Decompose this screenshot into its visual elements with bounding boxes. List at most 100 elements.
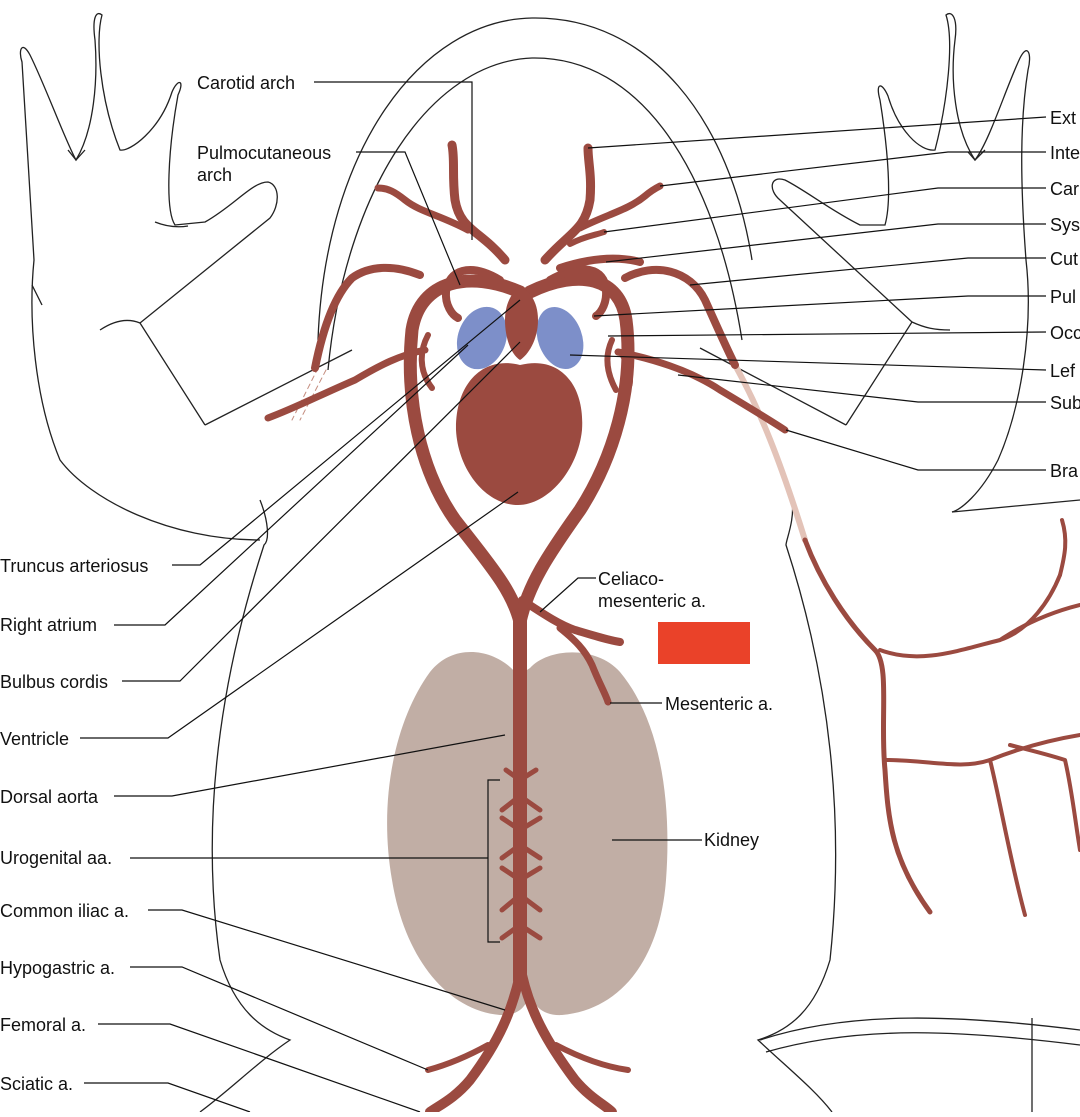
leader-right-sys xyxy=(605,223,1046,263)
carotid-left-branch xyxy=(374,184,472,234)
occipito-right-2 xyxy=(619,352,633,388)
leader-right-cut xyxy=(689,257,1046,286)
leader-truncus xyxy=(172,299,521,566)
leader-hypogastric xyxy=(130,966,429,1071)
leader-ventricle xyxy=(80,491,519,739)
label-right-occ: Occ xyxy=(1050,323,1080,343)
leader-celiaco xyxy=(539,577,596,613)
leader-right-inte xyxy=(659,151,1046,187)
heart xyxy=(455,285,584,505)
leader-pulmocutaneous xyxy=(356,151,461,286)
left-arm-line xyxy=(204,349,353,426)
leader-carotid-arch xyxy=(314,81,473,240)
occipito-right xyxy=(604,337,619,393)
label-right-sys: Sys xyxy=(1050,215,1080,235)
label-femoral: Femoral a. xyxy=(0,1015,86,1035)
right-iliac xyxy=(517,970,617,1117)
right-leg-outline xyxy=(759,1017,1080,1041)
body-outline xyxy=(19,13,1080,1113)
hypogastric-left xyxy=(425,1042,491,1073)
highlight-box xyxy=(658,622,750,664)
label-hypogastric: Hypogastric a. xyxy=(0,958,115,978)
labels: Carotid arch Pulmocutaneous arch Truncus… xyxy=(0,73,1080,1094)
label-urogenital-aa: Urogenital aa. xyxy=(0,848,112,868)
left-iliac xyxy=(425,970,525,1117)
carotid-right-branch xyxy=(576,182,664,232)
urogenital-pair-1 xyxy=(499,767,543,813)
subclavian-left xyxy=(264,346,429,422)
brachial-branch-b xyxy=(998,603,1080,642)
label-right-lef: Lef xyxy=(1050,361,1076,381)
right-arm-line xyxy=(699,347,847,426)
right-aortic-arch xyxy=(513,272,635,629)
label-common-iliac: Common iliac a. xyxy=(0,901,129,921)
occipito-left xyxy=(418,332,435,391)
left-body-side xyxy=(199,499,292,1113)
label-celiaco-2: mesenteric a. xyxy=(598,591,706,611)
pulmocutaneous-right xyxy=(546,265,611,320)
left-hand-crease-4 xyxy=(67,149,86,162)
label-kidney: Kidney xyxy=(704,830,759,850)
leader-right-car xyxy=(603,187,1046,233)
leader-right-sub xyxy=(677,374,1046,403)
left-atrium-shape xyxy=(536,307,584,369)
brachial-branch-f xyxy=(1008,743,1080,852)
label-right-sub: Sub xyxy=(1050,393,1080,413)
leader-right-pul xyxy=(593,295,1046,317)
leader-sciatic xyxy=(84,1082,251,1113)
cutaneous-left xyxy=(311,263,424,372)
label-right-pul: Pul xyxy=(1050,287,1076,307)
left-hand-crease-2 xyxy=(31,284,43,306)
arterial-system xyxy=(264,140,1080,1117)
label-pulmocutaneous-2: arch xyxy=(197,165,232,185)
left-hand-outline xyxy=(19,13,278,541)
urogenital-bracket xyxy=(487,779,500,943)
right-body-side xyxy=(756,499,837,1113)
label-right-atrium: Right atrium xyxy=(0,615,97,635)
carotid-left xyxy=(447,140,510,265)
brachial-branch-d xyxy=(883,733,1080,767)
leader-right-lef xyxy=(569,354,1047,371)
leader-femoral xyxy=(98,1023,421,1113)
label-right-car: Car xyxy=(1050,179,1079,199)
faded-vessel-right xyxy=(732,362,808,543)
label-right-cut: Cut xyxy=(1050,249,1078,269)
urogenital-pair-2 xyxy=(499,815,543,861)
right-hand-bottom xyxy=(951,499,1080,513)
leader-right-atrium xyxy=(114,344,469,626)
left-hand-crease-3 xyxy=(154,221,189,228)
urogenital-pair-3 xyxy=(499,865,543,913)
left-hand-crease xyxy=(99,319,141,331)
urogenital-branches xyxy=(499,767,543,941)
head-outline-inner xyxy=(327,57,743,371)
label-mesenteric: Mesenteric a. xyxy=(665,694,773,714)
right-hand-outline xyxy=(771,13,1031,513)
brachial-right-lower xyxy=(802,537,933,915)
head-outline-outer xyxy=(317,17,753,341)
label-pulmocutaneous-1: Pulmocutaneous xyxy=(197,143,331,163)
label-right-ext: Ext xyxy=(1050,108,1076,128)
label-sciatic: Sciatic a. xyxy=(0,1074,73,1094)
urogenital-pair-4 xyxy=(499,922,543,941)
right-hand-crease xyxy=(911,321,951,331)
brachial-branch-c xyxy=(1058,518,1068,577)
pulmocutaneous-left xyxy=(441,266,504,322)
leader-right-ext xyxy=(587,116,1047,149)
right-atrium-shape xyxy=(456,306,508,370)
mesenteric-vessel xyxy=(556,624,612,706)
leader-right-occ xyxy=(607,331,1047,337)
label-bulbus-cordis: Bulbus cordis xyxy=(0,672,108,692)
right-hand-crease-2 xyxy=(967,149,986,161)
truncus-shape xyxy=(505,285,538,360)
label-carotid-arch: Carotid arch xyxy=(197,73,295,93)
label-right-inte: Inte xyxy=(1050,143,1080,163)
label-celiaco-1: Celiaco- xyxy=(598,569,664,589)
leader-common-iliac xyxy=(148,909,506,1011)
systemic-right-branch xyxy=(556,254,644,272)
kidney-shape xyxy=(387,651,668,1016)
label-ventricle: Ventricle xyxy=(0,729,69,749)
ventricle-shape xyxy=(455,363,583,505)
cutaneous-right xyxy=(621,265,739,369)
